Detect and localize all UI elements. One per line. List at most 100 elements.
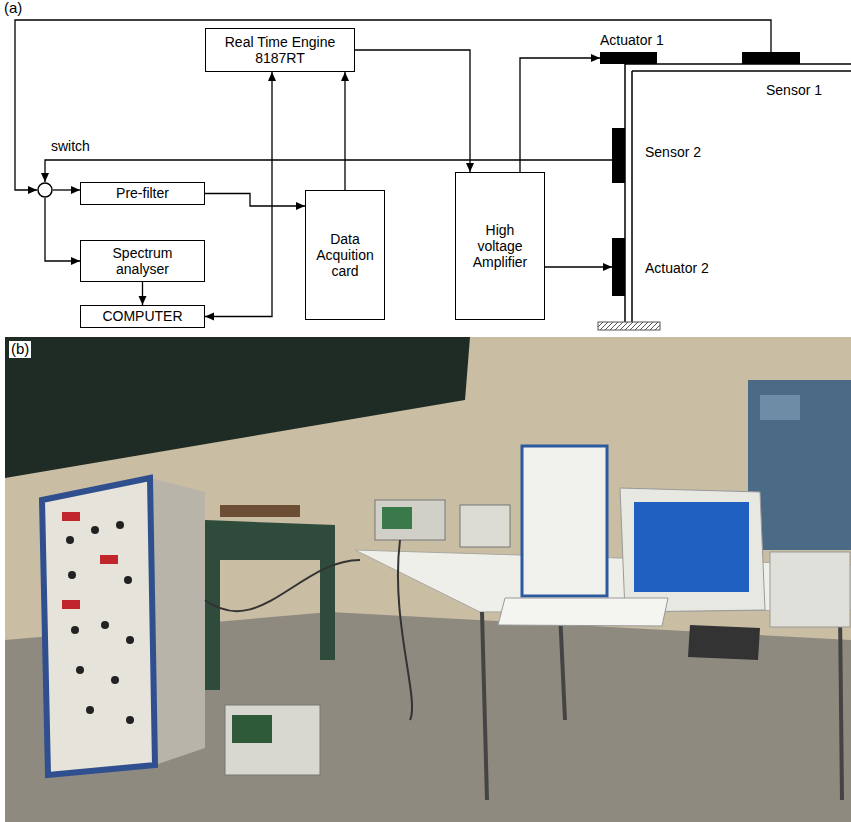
piezo-actuator: Actuator 1: [600, 52, 657, 64]
signal-connector: [15, 20, 771, 194]
connector-line: [205, 72, 272, 317]
column-edge: [631, 71, 633, 322]
connector-line: [344, 72, 345, 190]
knob: [124, 576, 132, 584]
monitor: [620, 488, 765, 612]
rack-display: [62, 512, 80, 521]
arrow-head: [28, 186, 37, 194]
box-label: Data Acquition card: [314, 231, 376, 279]
floor: [5, 612, 851, 822]
switch-outline: [38, 183, 52, 197]
arrow-head: [139, 296, 147, 305]
rack-side: [150, 478, 205, 765]
signal-connector: [205, 72, 276, 321]
signal-connector: [520, 54, 600, 172]
monitor-screen: [634, 502, 749, 592]
knob: [126, 636, 134, 644]
wall-cabinet-panel: [760, 395, 800, 420]
box-label: COMPUTER: [102, 308, 182, 324]
blackboard: [5, 337, 470, 478]
knob: [76, 666, 84, 674]
table-leg: [482, 612, 487, 800]
connector-line: [355, 50, 470, 172]
knob: [101, 621, 109, 629]
part-label: Sensor 2: [645, 144, 701, 160]
beam-edge: [632, 70, 851, 72]
switch-junction: switch: [37, 182, 53, 198]
knob: [86, 706, 94, 714]
box-label: Pre-filter: [116, 185, 169, 201]
table-leg: [560, 611, 565, 720]
knob: [116, 521, 124, 529]
knob: [71, 626, 79, 634]
table-legs: [482, 610, 842, 800]
connector-line: [520, 58, 600, 172]
signal-connector: [139, 282, 147, 305]
knob: [111, 676, 119, 684]
connector-line: [545, 266, 612, 267]
piezo-sensor: Sensor 2: [612, 128, 625, 183]
table-leg: [840, 610, 842, 800]
box-label: Real Time Engine 8187RT: [218, 34, 343, 66]
knob: [126, 716, 134, 724]
rack-knobs: [66, 521, 134, 724]
cantilever-beam: [625, 64, 851, 322]
beam-rig: [220, 505, 300, 517]
signal-connector: [341, 72, 349, 190]
process-box: Pre-filter: [80, 182, 205, 205]
signal-connector: [205, 194, 305, 211]
floor-oscilloscope: [225, 705, 320, 775]
scope-screen: [382, 507, 412, 529]
scope-screen: [232, 715, 272, 743]
beam-edge: [625, 63, 851, 65]
piezo-sensor: Sensor 1: [742, 52, 800, 64]
wall: [5, 337, 851, 822]
arrow-head: [268, 72, 276, 81]
connector-line: [205, 194, 305, 207]
connector-line: [45, 198, 80, 261]
signal-connector: [45, 198, 80, 265]
connector-line: [15, 20, 771, 190]
knob: [68, 571, 76, 579]
signal-connector: [355, 50, 474, 172]
knob: [91, 526, 99, 534]
box-label: Spectrum analyser: [93, 245, 193, 277]
analyser-unit: [460, 505, 510, 547]
process-box: Data Acquition card: [305, 190, 385, 320]
ground-support: [598, 322, 660, 330]
wall-cabinet: [748, 380, 851, 550]
panel-letter: (a): [4, 0, 22, 17]
box-label: High voltage Amplifier: [467, 222, 533, 270]
arrow-head: [341, 72, 349, 81]
signal-connector: [545, 263, 612, 271]
keyboard: [498, 598, 668, 626]
mouse-pad: [688, 625, 760, 660]
arrow-head: [71, 257, 80, 265]
cables: [205, 540, 412, 720]
speaker: [770, 552, 850, 627]
part-label: Sensor 1: [766, 82, 822, 98]
process-box: Spectrum analyser: [80, 240, 205, 282]
rack-front: [42, 478, 155, 775]
switch-circle: [37, 182, 53, 198]
arrow-head: [296, 202, 305, 210]
controller-box: Real Time Engine 8187RT: [205, 28, 355, 72]
panel-letter: (b): [9, 341, 31, 358]
knob: [66, 536, 74, 544]
part-label: Actuator 2: [645, 260, 709, 276]
switch-label: switch: [51, 138, 90, 154]
signal-connector: [53, 186, 80, 194]
process-box: High voltage Amplifier: [455, 172, 545, 320]
arrow-head: [71, 186, 80, 194]
arrow-head: [603, 263, 612, 271]
arrow-head: [205, 313, 214, 321]
rack-display: [100, 555, 118, 564]
bench-oscilloscope: [375, 500, 445, 540]
process-box: COMPUTER: [80, 305, 205, 328]
part-label: Actuator 1: [600, 32, 664, 48]
arrow-head: [591, 54, 600, 62]
